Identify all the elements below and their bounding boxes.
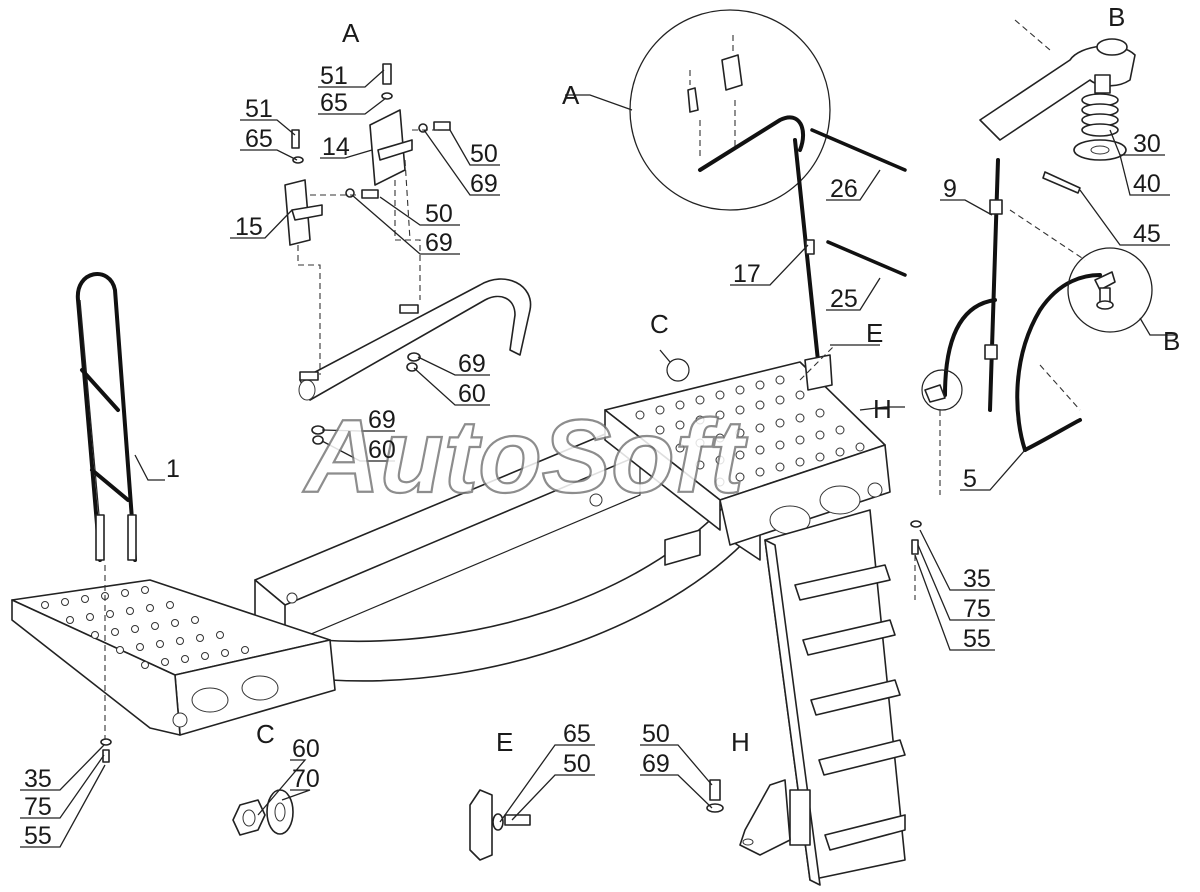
callout-75: 75: [24, 793, 52, 821]
callout-69: 69: [425, 229, 453, 257]
callout-69: 69: [642, 750, 670, 778]
rods-25-26: [810, 128, 907, 277]
ladder-rungs: [794, 564, 906, 851]
callout-35: 35: [24, 765, 52, 793]
spring-30: [1081, 93, 1119, 137]
bottom-detail-e: [469, 789, 531, 861]
section-letter-a-detail: A: [562, 80, 580, 110]
section-letter-h-detail: H: [873, 394, 892, 424]
callout-69: 69: [458, 350, 486, 378]
callout-50: 50: [563, 750, 591, 778]
callout-35: 35: [963, 565, 991, 593]
callout-55: 55: [24, 822, 52, 850]
ladder: [764, 509, 906, 886]
callout-70: 70: [292, 765, 320, 793]
callout-75: 75: [963, 595, 991, 623]
detail-a: [629, 9, 831, 211]
section-letter-b-top: B: [1108, 2, 1125, 32]
handrail-17: [793, 138, 833, 391]
section-letter-c-detail: C: [650, 309, 669, 339]
callout-40: 40: [1133, 170, 1161, 198]
callout-51: 51: [245, 95, 273, 123]
callout-labels: 51 65 51 65 14 50 69 15 50 69 69 60 69 6…: [24, 62, 1161, 850]
callout-60: 60: [458, 380, 486, 408]
callout-1: 1: [166, 455, 180, 483]
detail-markers: [666, 358, 963, 411]
callout-5: 5: [963, 465, 977, 493]
callout-55: 55: [963, 625, 991, 653]
callout-65: 65: [320, 89, 348, 117]
callout-50: 50: [425, 200, 453, 228]
handrail-1: [75, 272, 137, 562]
leader-lines: [20, 69, 1175, 848]
callout-69: 69: [470, 170, 498, 198]
section-letter-h-bottom: H: [731, 727, 750, 757]
callout-60: 60: [368, 436, 396, 464]
bottom-detail-h: [706, 779, 791, 856]
platform-holes: [635, 375, 865, 487]
main-frame: [254, 361, 891, 682]
section-letter-a-top: A: [342, 18, 360, 48]
callout-50: 50: [470, 140, 498, 168]
section-letter-b-detail: B: [1163, 326, 1180, 356]
detail-b: [1067, 247, 1153, 333]
handrail-9: [943, 158, 1003, 412]
callout-15: 15: [235, 213, 263, 241]
callout-26: 26: [830, 175, 858, 203]
detail-b-assembly: [979, 19, 1136, 194]
callout-30: 30: [1133, 130, 1161, 158]
brackets-14-15: [284, 109, 413, 246]
callout-50: 50: [642, 720, 670, 748]
callout-25: 25: [830, 285, 858, 313]
section-letter-e-bottom: E: [496, 727, 513, 757]
callout-51: 51: [320, 62, 348, 90]
section-letter-c-bottom: C: [256, 719, 275, 749]
section-letter-e-detail: E: [866, 318, 883, 348]
callout-45: 45: [1133, 220, 1161, 248]
callout-65: 65: [245, 125, 273, 153]
center-handrail: [298, 278, 532, 401]
watermark: AutoSoft: [302, 399, 748, 515]
section-letters: A A B B C C E E H H: [256, 2, 1180, 757]
callout-60: 60: [292, 735, 320, 763]
callout-65: 65: [563, 720, 591, 748]
bottom-detail-c: [232, 789, 294, 836]
callout-14: 14: [322, 133, 350, 161]
callout-69: 69: [368, 406, 396, 434]
assembly-lines: [104, 129, 1086, 740]
callout-17: 17: [733, 260, 761, 288]
callout-9: 9: [943, 175, 957, 203]
handrail-5: [1015, 273, 1102, 452]
